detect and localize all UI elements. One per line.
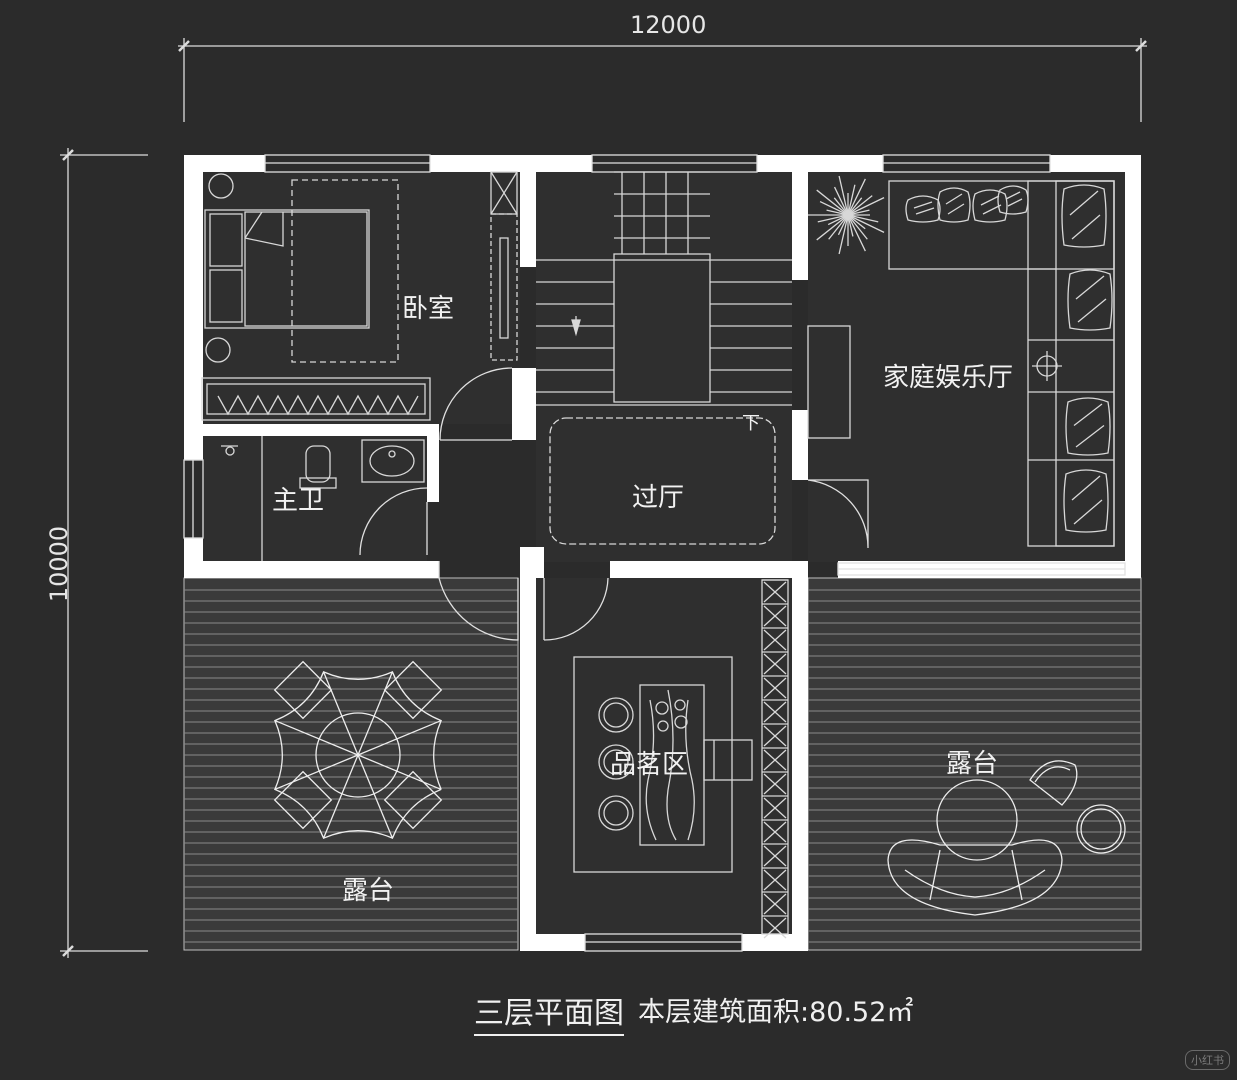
plant-leaf xyxy=(847,209,870,216)
width-dimension-label: 12000 xyxy=(630,11,707,39)
shelf-cell xyxy=(763,821,787,843)
shelf-cell xyxy=(763,605,787,627)
shelf-cell xyxy=(763,917,787,939)
dimension-lines xyxy=(60,38,1147,958)
umbrella-rib xyxy=(322,671,359,756)
patio-chair xyxy=(383,660,443,720)
plant-leaf xyxy=(838,214,849,255)
curved-sofa-set xyxy=(887,760,1126,916)
plant-leaf xyxy=(847,197,863,216)
umbrella-rib xyxy=(357,754,394,839)
sofa-cushion xyxy=(937,187,971,223)
patio-chair xyxy=(273,660,333,720)
watermark: 小红书 xyxy=(1185,1050,1230,1070)
room-label-tea-area: 品茗区 xyxy=(610,750,689,780)
floor-area-text: 本层建筑面积:80.52㎡ xyxy=(638,997,914,1028)
drawing-title: 三层平面图 xyxy=(474,988,624,1036)
bathroom-fixtures xyxy=(221,436,425,561)
sofa-cushion xyxy=(1061,184,1107,248)
plant-leaf xyxy=(847,178,866,216)
shelf-cell xyxy=(763,653,787,675)
patio-table xyxy=(315,712,401,798)
room-label-master-bath: 主卫 xyxy=(272,486,325,516)
sofa-cushion xyxy=(905,195,941,223)
terrace-decking xyxy=(183,577,1142,951)
room-label-bedroom: 卧室 xyxy=(402,294,455,324)
doors xyxy=(359,367,869,641)
plant-leaf xyxy=(847,214,868,240)
plant-leaf xyxy=(816,214,849,241)
plant-leaf xyxy=(819,200,849,216)
plant-leaf xyxy=(847,214,866,230)
umbrella-table-set xyxy=(273,660,443,840)
shelf-cell xyxy=(763,749,787,771)
plant-leaf xyxy=(826,209,849,216)
plant-leaf xyxy=(827,214,849,226)
umbrella-rib xyxy=(322,754,359,839)
plant-leaf xyxy=(847,214,854,237)
umbrella-rib xyxy=(357,754,442,791)
plant-leaf xyxy=(847,184,856,216)
shelf-cell xyxy=(763,725,787,747)
umbrella-rib xyxy=(274,719,359,756)
stair-down-label: 下 xyxy=(742,413,760,434)
plant-leaf xyxy=(817,214,849,223)
sofa-cushion xyxy=(1067,269,1113,331)
height-dimension-label: 10000 xyxy=(45,525,74,603)
shelf-cell xyxy=(763,797,787,819)
family-room-furniture xyxy=(807,175,1115,547)
sofa-cushion xyxy=(997,185,1029,215)
shelf-cell xyxy=(763,629,787,651)
room-floors xyxy=(203,172,1125,934)
shelf-cell xyxy=(763,701,787,723)
room-label-terrace-left: 露台 xyxy=(342,876,395,906)
umbrella-canopy xyxy=(273,670,443,840)
hall-rug xyxy=(549,417,776,545)
umbrella-rib xyxy=(274,754,359,791)
shelf-cell xyxy=(763,845,787,867)
shelf-cell xyxy=(763,893,787,915)
room-label-terrace-right: 露台 xyxy=(946,749,999,779)
plant-leaf xyxy=(847,197,885,216)
bedroom-furniture xyxy=(201,171,518,421)
plant-leaf xyxy=(847,214,885,233)
plant-leaf xyxy=(847,214,866,252)
plant-leaf xyxy=(847,195,873,216)
room-label-family-room: 家庭娱乐厅 xyxy=(883,363,1014,393)
tea-table-set xyxy=(573,579,789,939)
plant-leaf xyxy=(828,214,849,240)
patio-chair xyxy=(273,770,333,830)
shelf-cell xyxy=(763,677,787,699)
plant-leaf xyxy=(837,214,849,236)
shelf-cell xyxy=(763,869,787,891)
room-label-hall: 过厅 xyxy=(632,483,685,513)
sofa-cushion xyxy=(1063,469,1109,533)
plant-leaf xyxy=(847,214,879,223)
staircase xyxy=(536,171,792,406)
sofa-cushion xyxy=(1065,397,1111,456)
plant-leaf xyxy=(838,175,849,216)
umbrella-rib xyxy=(357,671,394,756)
plant-leaf xyxy=(816,189,849,216)
shelf-cell xyxy=(763,581,787,603)
plant-leaf xyxy=(833,186,849,216)
patio-chair xyxy=(383,770,443,830)
shelf-cell xyxy=(763,773,787,795)
plant-leaf xyxy=(833,197,849,216)
umbrella-rib xyxy=(357,719,442,756)
